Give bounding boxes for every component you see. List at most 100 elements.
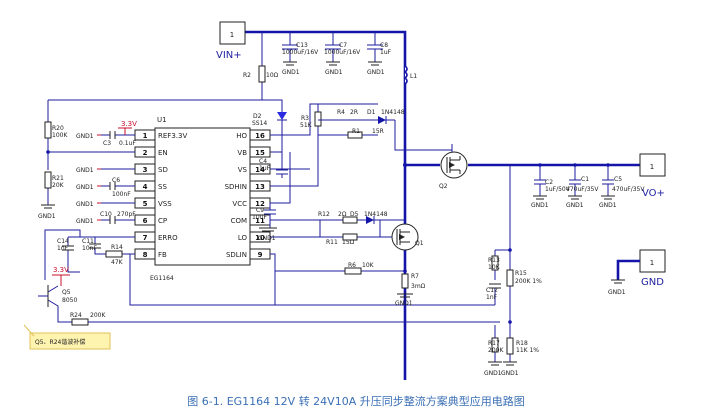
svg-text:3mΩ: 3mΩ xyxy=(411,283,426,290)
svg-text:GND1: GND1 xyxy=(76,167,94,174)
svg-text:6: 6 xyxy=(143,217,148,225)
svg-text:C5: C5 xyxy=(614,176,622,183)
resistor-r2: R2 10Ω xyxy=(243,32,279,100)
svg-text:VSS: VSS xyxy=(158,200,172,208)
svg-text:1000uF/16V: 1000uF/16V xyxy=(282,49,319,56)
ic-left-pins: 1 2 3 4 5 6 7 8 REF3.3V EN SD SS VSS CP … xyxy=(134,129,187,260)
svg-text:C3: C3 xyxy=(103,140,111,147)
svg-text:HO: HO xyxy=(236,132,247,140)
svg-text:R21: R21 xyxy=(52,175,64,182)
svg-text:EG1164: EG1164 xyxy=(150,275,174,282)
svg-text:14: 14 xyxy=(255,166,265,174)
output-capacitors: C2 1uF/50V GND1 C1 470uF/35V GND1 C5 470… xyxy=(403,163,645,209)
vo-label: VO+ xyxy=(642,188,665,199)
svg-text:200K: 200K xyxy=(488,347,504,354)
gnd-label: GND xyxy=(641,277,664,288)
mosfet-q1: Q1 xyxy=(391,223,424,251)
svg-text:470uF/35V: 470uF/35V xyxy=(612,186,645,193)
svg-text:SDLIN: SDLIN xyxy=(226,251,247,259)
svg-text:GND1: GND1 xyxy=(76,218,94,225)
svg-text:R11: R11 xyxy=(326,239,338,246)
svg-text:270pF: 270pF xyxy=(117,211,136,218)
svg-text:R7: R7 xyxy=(411,273,419,280)
svg-text:R2: R2 xyxy=(243,72,251,79)
svg-text:10Ω: 10Ω xyxy=(266,72,279,79)
svg-text:200K 1%: 200K 1% xyxy=(515,278,542,285)
figure-caption: 图 6-1. EG1164 12V 转 24V10A 升压同步整流方案典型应用电… xyxy=(187,394,524,408)
svg-text:1nF: 1nF xyxy=(486,294,498,301)
inductor-l1: L1 xyxy=(403,65,417,85)
svg-text:C2: C2 xyxy=(545,179,553,186)
svg-text:SS14: SS14 xyxy=(252,120,267,127)
svg-text:9: 9 xyxy=(258,251,263,259)
svg-text:13: 13 xyxy=(255,183,265,191)
svg-text:15R: 15R xyxy=(372,128,384,135)
svg-text:10: 10 xyxy=(255,234,265,242)
svg-text:COM: COM xyxy=(231,217,247,225)
svg-text:10nF: 10nF xyxy=(82,245,97,252)
svg-text:10uF: 10uF xyxy=(252,214,267,221)
svg-text:1N4148: 1N4148 xyxy=(364,211,388,218)
svg-text:7: 7 xyxy=(143,234,148,242)
svg-text:3: 3 xyxy=(143,166,148,174)
svg-text:3.3V: 3.3V xyxy=(53,266,69,274)
svg-text:1000uF/16V: 1000uF/16V xyxy=(324,49,361,56)
feedback-divider: R13 10K R15 200K 1% C12 1nF R17 200K R18… xyxy=(484,165,542,377)
svg-text:CP: CP xyxy=(158,217,167,225)
svg-text:SDHIN: SDHIN xyxy=(225,183,247,191)
svg-text:11K 1%: 11K 1% xyxy=(516,347,539,354)
svg-text:R24: R24 xyxy=(70,312,82,319)
svg-text:1N4148: 1N4148 xyxy=(381,109,405,116)
svg-text:R1: R1 xyxy=(352,128,360,135)
svg-text:L1: L1 xyxy=(410,73,417,80)
svg-text:C14: C14 xyxy=(57,238,69,245)
vin-label: VIN+ xyxy=(216,50,242,61)
high-side-gate-network: R3 51K R4 2R D1 1N4148 R1 15R xyxy=(300,109,453,155)
svg-text:47K: 47K xyxy=(111,259,124,266)
svg-text:GND1: GND1 xyxy=(484,370,502,377)
mosfet-q2: Q2 xyxy=(439,144,468,190)
svg-text:GND1: GND1 xyxy=(76,184,94,191)
compensation-network: C14 1nF C11 10nF R14 47K xyxy=(44,229,495,306)
svg-text:R3: R3 xyxy=(301,115,309,122)
svg-text:C13: C13 xyxy=(296,42,308,49)
svg-text:1: 1 xyxy=(650,163,654,171)
svg-text:GND1: GND1 xyxy=(395,300,413,307)
svg-text:1: 1 xyxy=(650,259,654,267)
svg-text:5: 5 xyxy=(143,200,148,208)
input-capacitors: C13 1000uF/16V C7 1000uF/16V C8 1uF GND1… xyxy=(282,32,392,76)
vin-connector: 1 VIN+ xyxy=(216,21,246,61)
svg-text:R14: R14 xyxy=(111,244,123,251)
svg-text:D1: D1 xyxy=(367,109,376,116)
svg-text:GND1: GND1 xyxy=(501,370,519,377)
svg-text:C11: C11 xyxy=(82,238,94,245)
svg-text:REF3.3V: REF3.3V xyxy=(158,132,187,140)
svg-text:1uF: 1uF xyxy=(380,49,392,56)
sense-resistors: R6 10K R7 3mΩ GND1 xyxy=(275,262,426,307)
svg-text:11: 11 xyxy=(255,217,265,225)
svg-text:C4: C4 xyxy=(259,158,267,165)
svg-text:2: 2 xyxy=(143,149,148,157)
svg-text:10K: 10K xyxy=(362,262,375,269)
svg-text:R6: R6 xyxy=(348,262,356,269)
svg-text:51K: 51K xyxy=(300,122,313,129)
svg-text:4: 4 xyxy=(143,183,148,191)
svg-text:Q2: Q2 xyxy=(439,183,448,190)
divider-r20-r21: R20 100K R21 20K GND1 xyxy=(38,100,68,220)
svg-text:FB: FB xyxy=(158,251,167,259)
svg-text:C1: C1 xyxy=(581,176,589,183)
svg-text:C8: C8 xyxy=(380,42,388,49)
svg-text:R13: R13 xyxy=(488,257,500,264)
svg-text:8050: 8050 xyxy=(62,297,77,304)
transistor-q5: 3.3V Q5 8050 R24 200K xyxy=(38,266,500,326)
vo-connector: 1 VO+ xyxy=(639,153,666,199)
svg-text:2Ω: 2Ω xyxy=(338,211,347,218)
svg-text:U1: U1 xyxy=(157,116,167,124)
svg-text:VB: VB xyxy=(237,149,247,157)
svg-text:15: 15 xyxy=(255,149,265,157)
svg-text:1nF: 1nF xyxy=(57,245,69,252)
svg-text:C10: C10 xyxy=(100,211,112,218)
svg-text:VCC: VCC xyxy=(232,200,247,208)
svg-text:1: 1 xyxy=(230,31,234,39)
